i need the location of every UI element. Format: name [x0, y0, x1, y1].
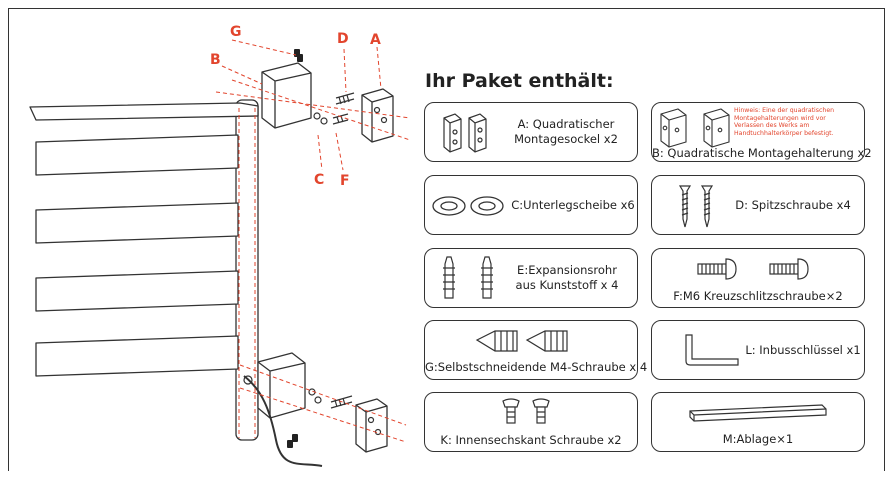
part-b-hint: Hinweis: Eine der quadratischen Montageh… [734, 107, 862, 137]
part-m-card: M:Ablage×1 [651, 392, 865, 452]
callout-f: F [340, 173, 350, 189]
part-a-card: A: Quadratischer Montagesockel x2 [424, 102, 638, 162]
bottom-bracket [257, 352, 306, 419]
part-b-card: Hinweis: Eine der quadratischen Montageh… [651, 102, 872, 162]
part-e-card: E:Expansionsrohr aus Kunststoff x 4 [424, 248, 638, 308]
part-a-label-line-2: Montagesockel x2 [514, 132, 618, 146]
part-b-label: B: Quadratische Montagehalterung x2 [652, 146, 872, 160]
rack-bar-4 [35, 335, 239, 377]
phillips-screw-icon [697, 258, 809, 280]
callout-a: A [370, 32, 381, 48]
part-l-card: L: Inbusschlüssel x1 [651, 320, 865, 380]
callout-d: D [337, 31, 349, 47]
part-a-label: A: Quadratischer Montagesockel x2 [507, 117, 625, 147]
callout-g: G [230, 24, 242, 40]
part-c-card: C:Unterlegscheibe x6 [424, 175, 638, 235]
part-m-label: M:Ablage×1 [722, 432, 794, 446]
part-c-label: C:Unterlegscheibe x6 [511, 198, 635, 212]
hex-key-icon [685, 334, 739, 366]
part-g-card: G:Selbstschneidende M4-Schraube x 4 [424, 320, 648, 380]
bottom-base [355, 398, 388, 453]
rack-bar-1 [35, 134, 239, 176]
rack-bar-2 [35, 202, 239, 244]
rack-shelf [29, 102, 259, 121]
square-base-icon [443, 113, 487, 153]
part-k-card: K: Innensechskant Schraube x2 [424, 392, 638, 452]
part-b-hint-line-1: Hinweis: Eine der quadratischen [734, 107, 835, 114]
top-base [361, 88, 394, 143]
part-d-label: D: Spitzschraube x4 [735, 198, 851, 212]
washer-icon [432, 196, 504, 216]
part-f-card: F:M6 Kreuzschlitzschraube×2 [651, 248, 865, 308]
part-l-label: L: Inbusschlüssel x1 [745, 343, 861, 357]
rack-post [235, 99, 259, 441]
part-e-label: E:Expansionsrohr aus Kunststoff x 4 [505, 263, 629, 293]
part-k-label: K: Innensechskant Schraube x2 [440, 433, 622, 447]
part-e-label-line-1: E:Expansionsrohr [517, 263, 617, 277]
part-a-label-line-1: A: Quadratischer [517, 117, 615, 131]
hex-socket-screw-icon [502, 398, 550, 424]
rack-bar-3 [35, 270, 239, 312]
figure-frame [8, 8, 885, 471]
pointed-screw-icon [678, 185, 714, 228]
self-tapping-screw-icon [475, 330, 568, 352]
callout-b: B [210, 52, 221, 68]
wall-plug-icon [443, 256, 493, 299]
part-g-label: G:Selbstschneidende M4-Schraube x 4 [425, 360, 648, 374]
part-b-hint-line-3: Verlassen des Werks am [734, 122, 810, 130]
part-b-hint-line-4: Handtuchhalterkörper befestigt. [734, 129, 834, 137]
part-d-card: D: Spitzschraube x4 [651, 175, 865, 235]
package-contents-heading: Ihr Paket enthält: [425, 70, 614, 92]
part-e-label-line-2: aus Kunststoff x 4 [515, 278, 619, 292]
shelf-icon [689, 404, 827, 422]
part-b-hint-line-2: Montagehalterungen wird vor [734, 114, 826, 122]
callout-c: C [314, 172, 325, 188]
part-f-label: F:M6 Kreuzschlitzschraube×2 [673, 289, 843, 303]
top-bracket [261, 62, 312, 129]
square-bracket-icon [660, 108, 730, 148]
